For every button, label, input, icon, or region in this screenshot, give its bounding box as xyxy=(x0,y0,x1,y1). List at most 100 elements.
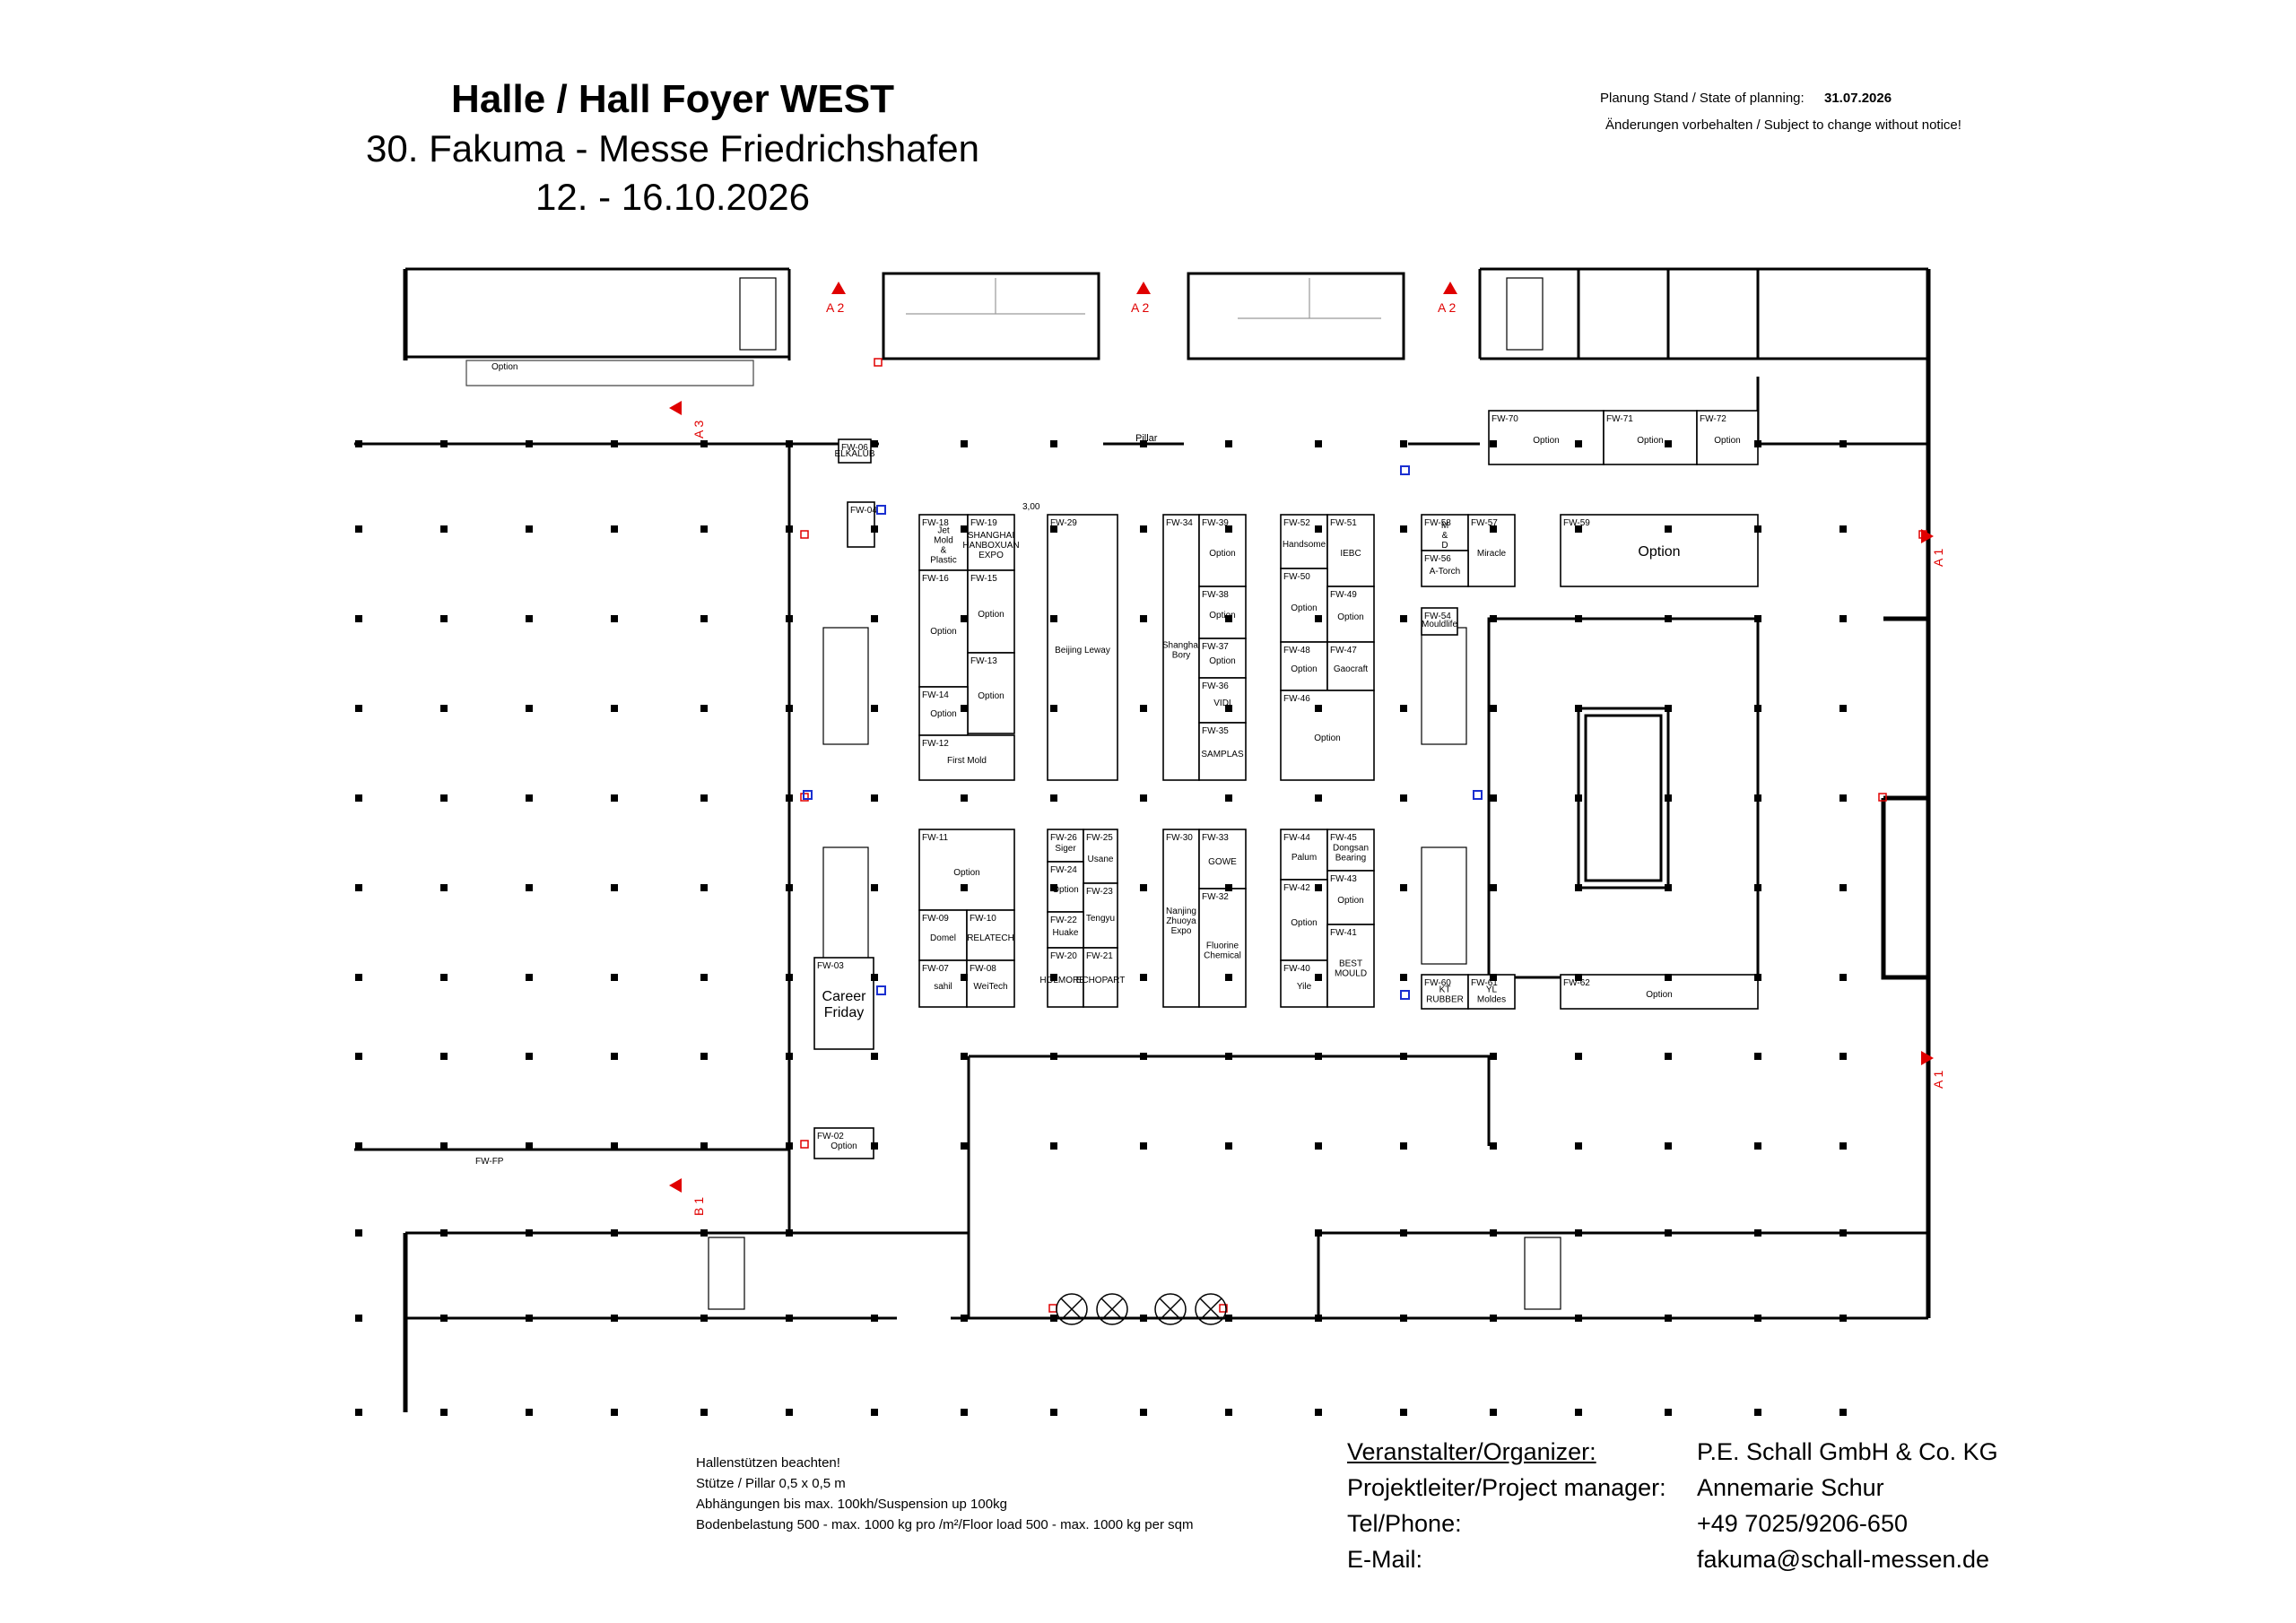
fire-extinguisher-icon xyxy=(1219,1304,1228,1313)
booth-outline[interactable] xyxy=(1162,829,1200,1008)
booth-outline[interactable] xyxy=(1198,888,1247,1008)
booth-outline[interactable] xyxy=(1198,722,1247,781)
booth-fw-58[interactable]: FW-58M&D xyxy=(1421,514,1469,551)
booth-outline[interactable] xyxy=(1280,690,1375,781)
booth-outline[interactable] xyxy=(918,686,969,736)
booth-name: RELATECH xyxy=(967,933,1014,943)
booth-outline[interactable] xyxy=(1696,410,1759,465)
booth-outline[interactable] xyxy=(1280,879,1328,961)
booth-outline[interactable] xyxy=(1326,641,1375,691)
booth-outline[interactable] xyxy=(1083,947,1118,1008)
booth-fw-56[interactable]: FW-56A-Torch xyxy=(1421,550,1469,587)
booth-outline[interactable] xyxy=(1047,514,1118,781)
booth-outline[interactable] xyxy=(813,957,874,1050)
booth-outline[interactable] xyxy=(918,514,969,571)
booth-id: FW-12 xyxy=(922,739,949,749)
booth-outline[interactable] xyxy=(1326,514,1375,587)
booth-outline[interactable] xyxy=(1083,882,1118,949)
booth-outline[interactable] xyxy=(1421,974,1469,1010)
booth-outline[interactable] xyxy=(838,438,872,464)
booth-outline[interactable] xyxy=(918,734,1015,781)
booth-outline[interactable] xyxy=(967,514,1015,571)
booth-outline[interactable] xyxy=(1083,829,1118,884)
booth-outline[interactable] xyxy=(1198,638,1247,679)
booth-outline[interactable] xyxy=(1280,959,1328,1008)
booth-outline[interactable] xyxy=(967,569,1015,654)
booth-outline[interactable] xyxy=(966,959,1015,1008)
booth-outline[interactable] xyxy=(1280,514,1328,569)
booth-outline[interactable] xyxy=(1560,514,1759,587)
booth-fw-04[interactable]: FW-04 xyxy=(847,501,877,548)
booth-outline[interactable] xyxy=(1047,911,1084,949)
email-address[interactable]: fakuma@schall-messen.de xyxy=(1697,1546,1990,1573)
booth-outline[interactable] xyxy=(847,501,875,548)
booth-outline[interactable] xyxy=(1198,677,1247,724)
booth-outline[interactable] xyxy=(1326,870,1375,925)
booth-outline[interactable] xyxy=(918,569,969,688)
booth-outline[interactable] xyxy=(1198,586,1247,639)
phone-number[interactable]: +49 7025/9206-650 xyxy=(1697,1510,1908,1537)
booth-outline[interactable] xyxy=(1326,829,1375,872)
booth-outline[interactable] xyxy=(1198,829,1247,890)
booth-outline[interactable] xyxy=(1560,974,1759,1010)
booth-outline[interactable] xyxy=(1326,924,1375,1008)
booth-outline[interactable] xyxy=(1421,607,1458,636)
booth-outline[interactable] xyxy=(1421,550,1469,587)
booth-outline[interactable] xyxy=(966,909,1015,961)
booth-outline[interactable] xyxy=(1488,410,1605,465)
booth-outline[interactable] xyxy=(1198,514,1247,587)
